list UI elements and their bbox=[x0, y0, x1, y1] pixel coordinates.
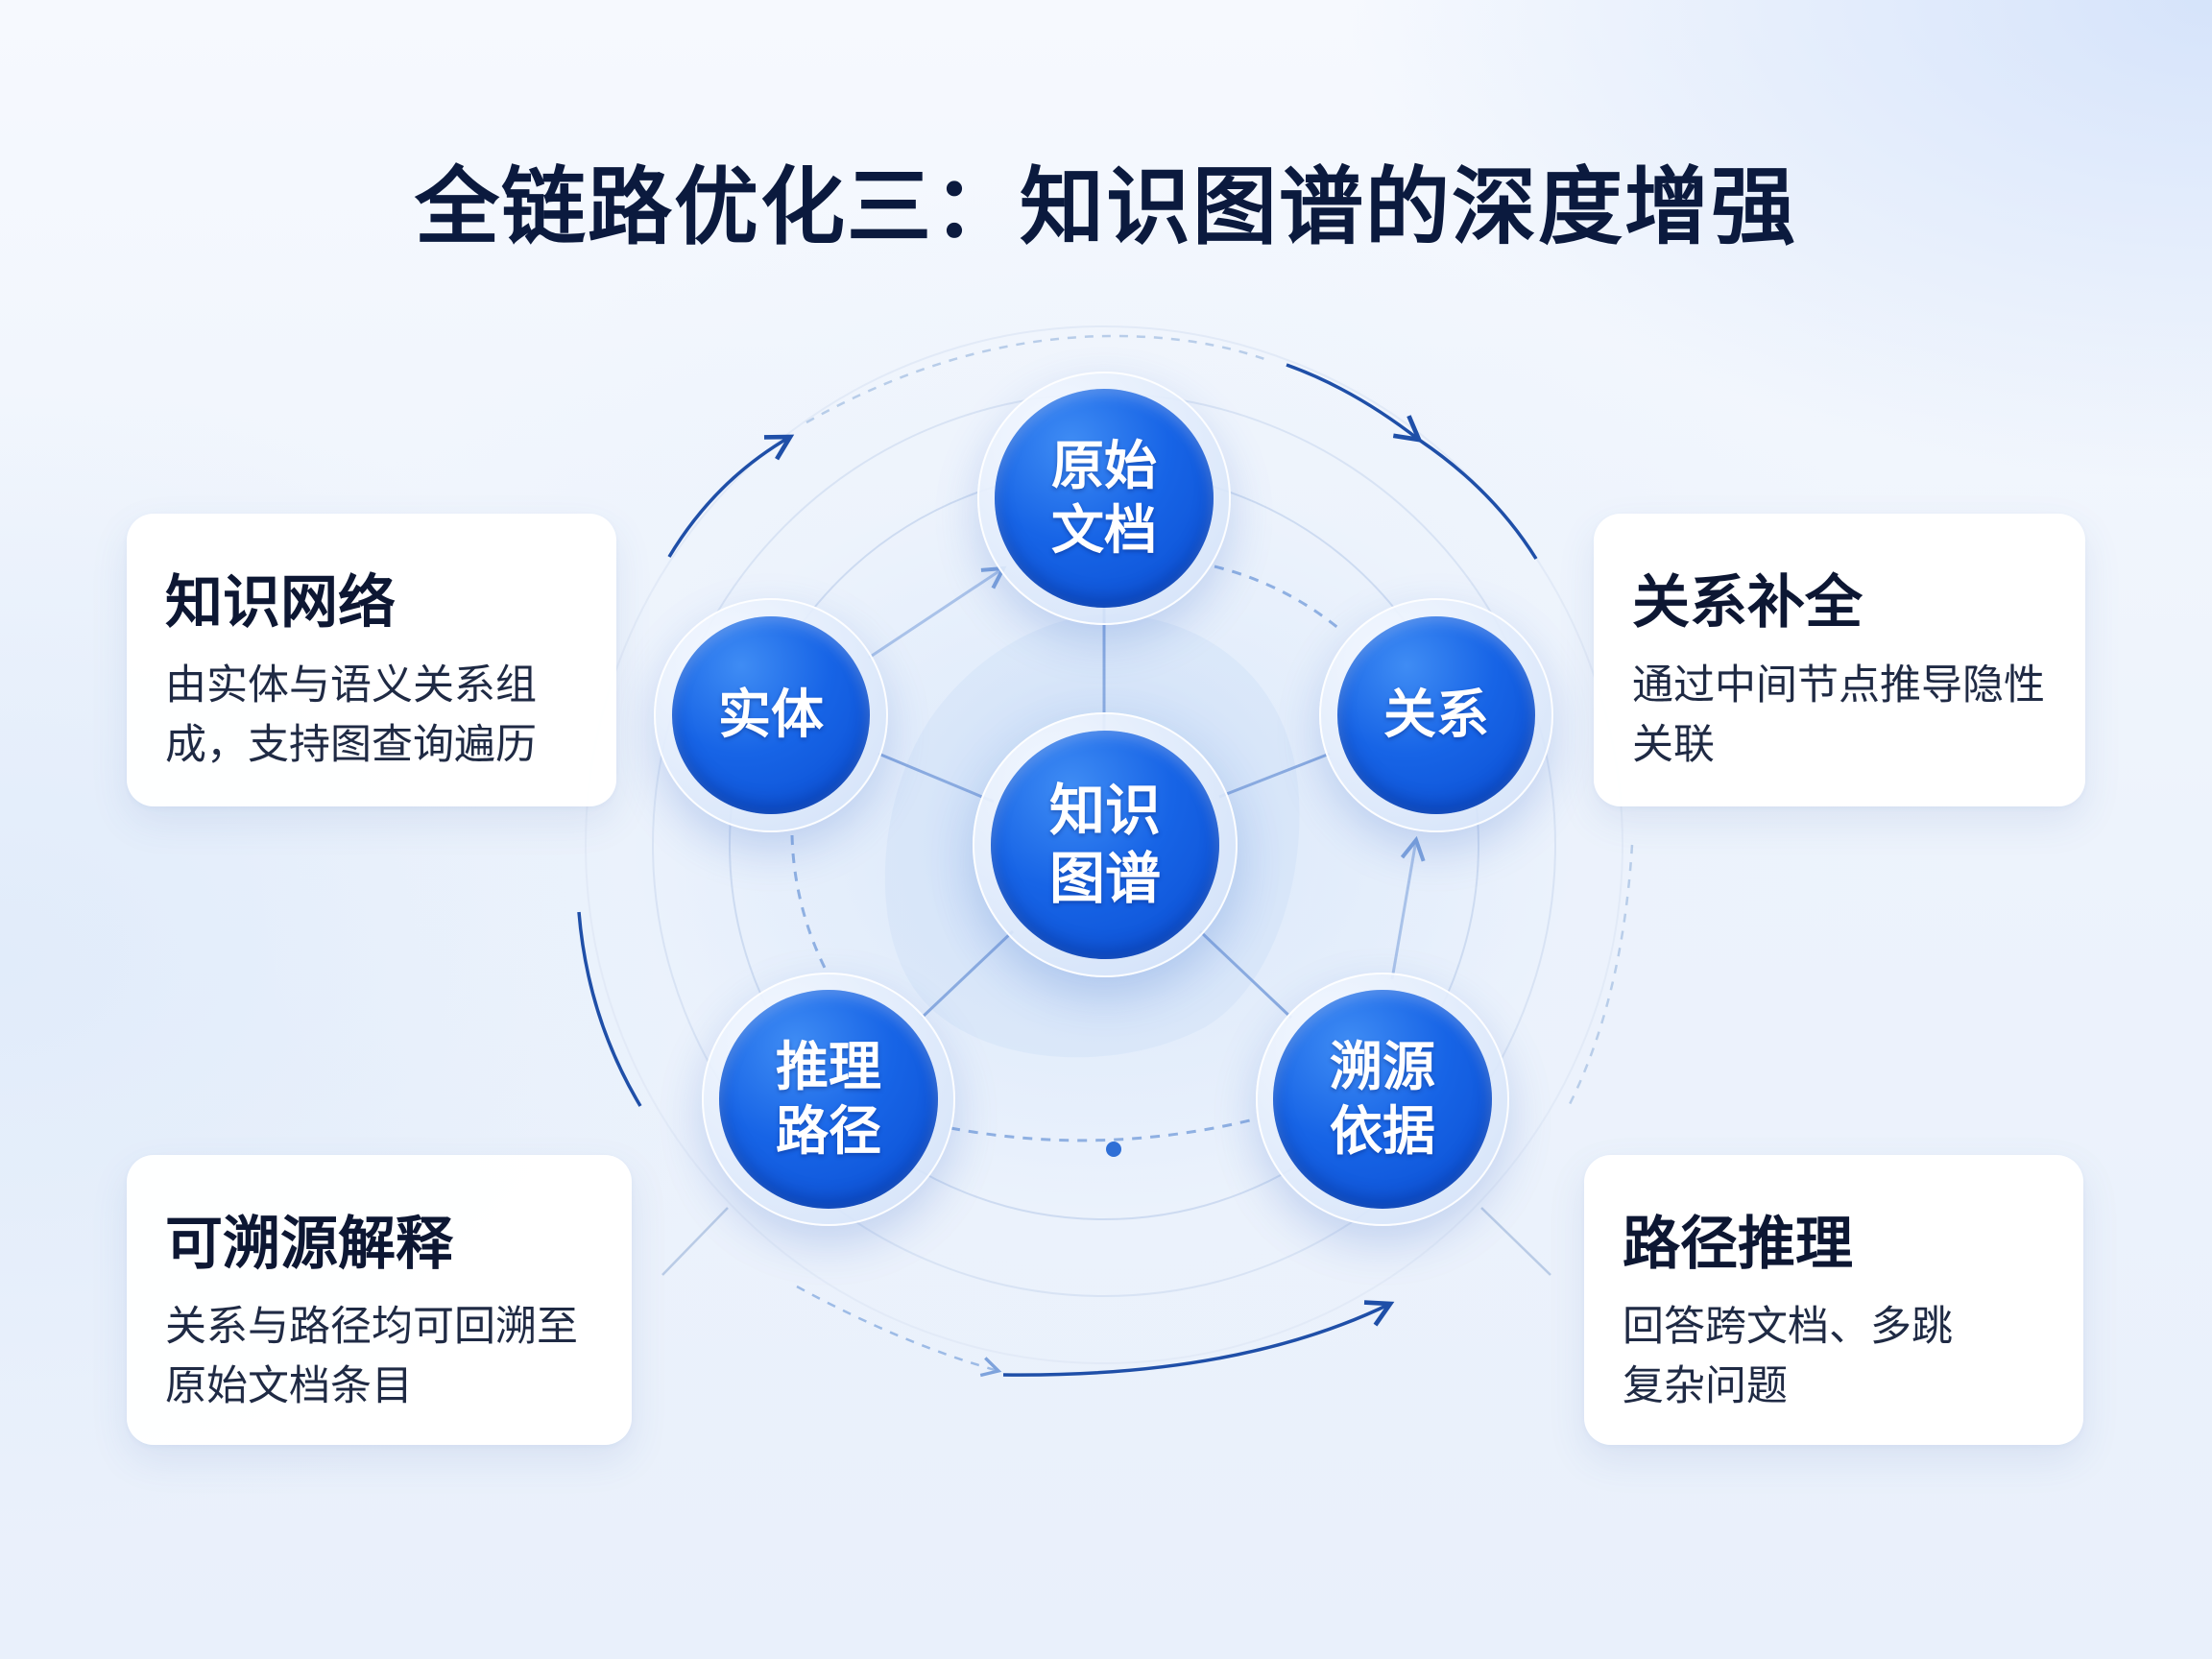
spoke-left bbox=[878, 752, 995, 804]
dashed-arc-top-right bbox=[1214, 565, 1340, 631]
card-body: 关系与路径均可回溯至 原始文档条目 bbox=[165, 1303, 578, 1410]
node-reasoning-path[interactable]: 推理 路径 bbox=[702, 973, 955, 1226]
outer-arc-bottom bbox=[1002, 1300, 1395, 1377]
spoke-right bbox=[1218, 752, 1331, 799]
node-entity[interactable]: 实体 bbox=[654, 598, 888, 832]
card-path-reasoning: 路径推理 回答跨文档、多跳 复杂问题 bbox=[1584, 1155, 2083, 1445]
node-relation[interactable]: 关系 bbox=[1319, 598, 1553, 832]
outer-arc-left bbox=[577, 911, 642, 1107]
ring-outer bbox=[585, 325, 1623, 1364]
node-original-document[interactable]: 原始 文档 bbox=[977, 372, 1231, 625]
card-relation-completion: 关系补全 通过中间节点推导隐性 关联 bbox=[1594, 514, 2085, 806]
node-entity-label: 实体 bbox=[717, 684, 824, 746]
node-knowledge-graph-label: 知识 图谱 bbox=[1048, 778, 1161, 911]
card-body: 由实体与语义关系组 成，支持图查询遍历 bbox=[165, 661, 537, 769]
connector-bottom-left-card bbox=[661, 1207, 729, 1276]
connector-bottom-right-card bbox=[1480, 1207, 1551, 1276]
card-knowledge-network: 知识网络 由实体与语义关系组 成，支持图查询遍历 bbox=[127, 514, 616, 806]
card-body: 通过中间节点推导隐性 关联 bbox=[1632, 661, 2045, 769]
node-reasoning-path-label: 推理 路径 bbox=[775, 1035, 881, 1162]
card-title: 可溯源解释 bbox=[165, 1211, 453, 1278]
node-relation-label: 关系 bbox=[1382, 684, 1489, 746]
arrow-trace-to-relation bbox=[1390, 835, 1426, 980]
page-title: 全链路优化三：知识图谱的深度增强 bbox=[414, 157, 1797, 256]
arrow-entity-to-document bbox=[868, 565, 1007, 660]
node-trace-evidence-label: 溯源 依据 bbox=[1329, 1035, 1435, 1162]
spoke-bottom-left bbox=[920, 929, 1015, 1020]
card-title: 路径推理 bbox=[1623, 1211, 1853, 1278]
node-knowledge-graph[interactable]: 知识 图谱 bbox=[973, 712, 1238, 977]
dashed-arc-bottom bbox=[950, 1117, 1259, 1142]
bottom-dot bbox=[1106, 1142, 1121, 1157]
card-title: 关系补全 bbox=[1632, 569, 1863, 637]
card-body: 回答跨文档、多跳 复杂问题 bbox=[1623, 1303, 1953, 1410]
outer-arc-right bbox=[1418, 438, 1538, 560]
outer-dashed-right bbox=[1568, 844, 1634, 1105]
outer-arc-top-left bbox=[667, 434, 795, 558]
card-traceable-explanation: 可溯源解释 关系与路径均可回溯至 原始文档条目 bbox=[127, 1155, 632, 1445]
outer-dashed-bottom-left bbox=[796, 1285, 1002, 1378]
outer-arc-top-right bbox=[1286, 363, 1423, 443]
card-title: 知识网络 bbox=[165, 569, 396, 637]
spoke-bottom-right bbox=[1198, 929, 1293, 1020]
dashed-arc-left bbox=[790, 834, 828, 971]
outer-dashed-top bbox=[805, 334, 1268, 424]
node-trace-evidence[interactable]: 溯源 依据 bbox=[1256, 973, 1509, 1226]
node-original-document-label: 原始 文档 bbox=[1050, 434, 1157, 561]
